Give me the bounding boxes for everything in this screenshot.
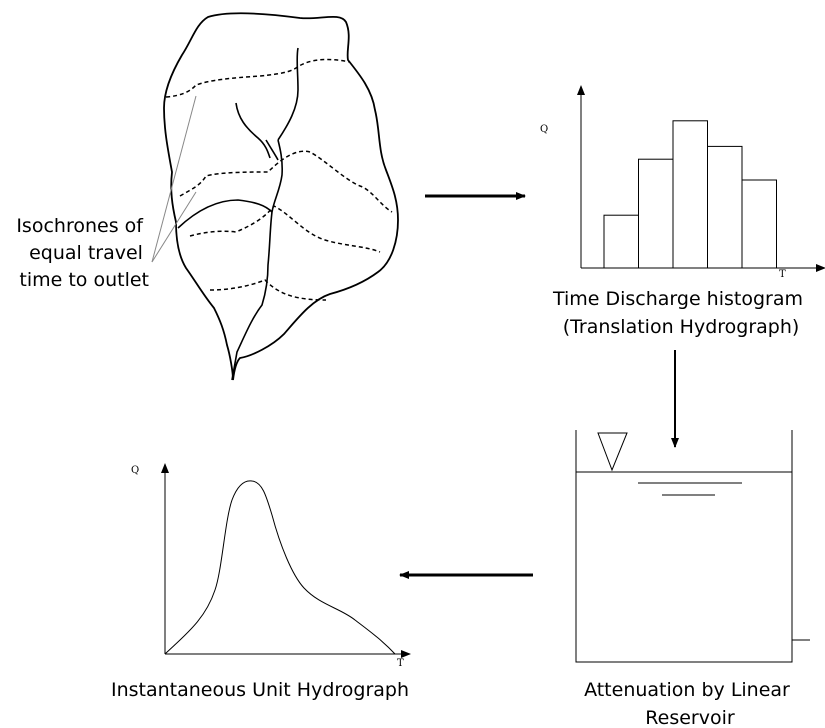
iuh-curve [164, 480, 396, 655]
isochrone-3 [189, 205, 381, 253]
histogram-bars [603, 120, 777, 269]
histogram-bar-3 [672, 120, 708, 269]
stream-network [177, 47, 299, 381]
isochrones-label-line-1: Isochrones of [16, 215, 144, 237]
watershed-boundary [163, 12, 399, 381]
histogram-bar-4 [707, 145, 743, 269]
water-level-triangle-icon [597, 432, 628, 472]
isochrones-label: Isochrones of equal travel time to outle… [16, 215, 149, 291]
pointer-line-1 [151, 95, 197, 263]
isochrone-4 [209, 279, 327, 301]
upper-tributary [277, 47, 299, 141]
reservoir-tank [575, 430, 810, 663]
isochrone-1 [165, 58, 351, 98]
histogram-caption: Time Discharge histogram (Translation Hy… [552, 288, 809, 338]
isochrones-label-line-3: time to outlet [19, 269, 149, 291]
iuh-caption: Instantaneous Unit Hydrograph [111, 679, 409, 701]
reservoir-caption: Attenuation by Linear Reservoir [584, 679, 796, 728]
reservoir-caption-line-2: Reservoir [645, 707, 735, 728]
west-tributary [177, 199, 273, 229]
isochrone-lines [165, 58, 393, 301]
main-channel [231, 139, 283, 381]
reservoir-caption-line-1: Attenuation by Linear [584, 679, 790, 701]
histogram-caption-line-2: (Translation Hydrograph) [563, 316, 800, 338]
histogram-y-label: Q [540, 124, 548, 135]
isochrone-2 [179, 150, 393, 213]
iuh-y-label: Q [131, 465, 139, 476]
histogram-bar-1 [603, 214, 639, 269]
iuh-chart: Q T [131, 463, 411, 669]
left-tributary [235, 102, 271, 159]
histogram-caption-line-1: Time Discharge histogram [552, 288, 803, 310]
isochrone-pointer-lines [151, 95, 197, 263]
center-tributary [265, 139, 279, 161]
histogram-x-label: T [779, 269, 786, 280]
histogram-chart: Q T [540, 85, 825, 280]
iuh-x-label: T [397, 658, 404, 669]
histogram-bar-5 [741, 179, 777, 269]
isochrones-label-line-2: equal travel [29, 242, 143, 264]
histogram-bar-2 [638, 158, 674, 269]
linear-reservoir [575, 430, 810, 663]
watershed [151, 12, 399, 381]
pointer-line-2 [151, 191, 197, 263]
